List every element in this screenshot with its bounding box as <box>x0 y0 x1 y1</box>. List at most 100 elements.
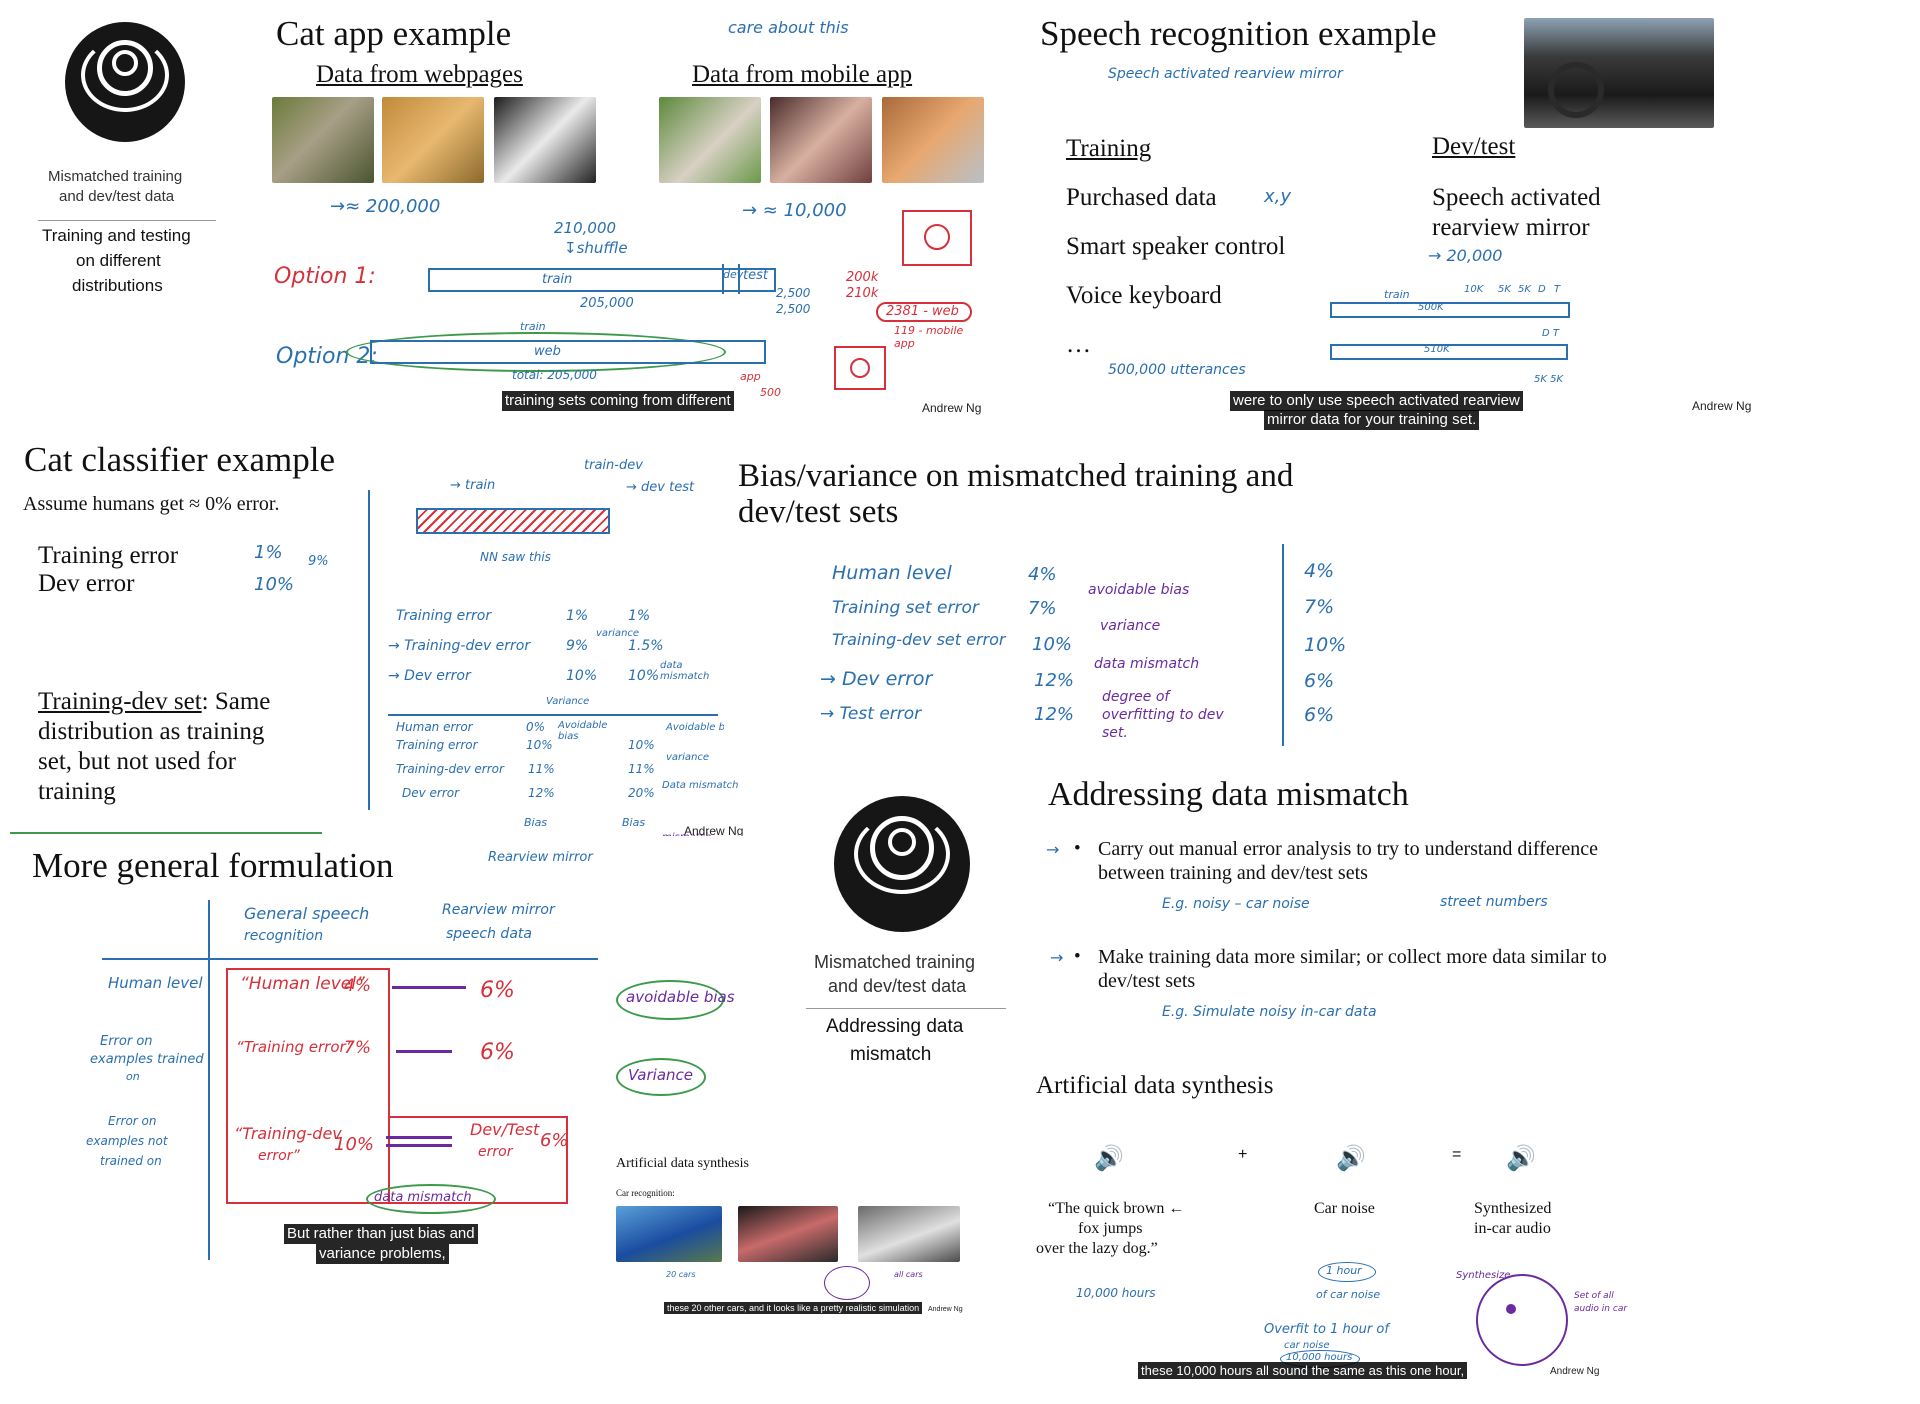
data-mismatch-note: data mismatch <box>374 1190 472 1205</box>
table-a-note-mismatch: data mismatch <box>660 660 710 682</box>
synthesize-label: Synthesize <box>1456 1270 1511 1281</box>
logo-caption-1: Mismatched training <box>48 168 183 185</box>
red-box-2381 <box>876 302 972 322</box>
split-5k-5k: 5K 5K <box>1534 374 1564 385</box>
car-photo-3 <box>858 1206 960 1262</box>
video-caption: these 20 other cars, and it looks like a… <box>664 1302 923 1314</box>
bullet2-line1: Make training data more similar; or coll… <box>1098 946 1607 968</box>
row-value: 12% <box>1034 704 1075 725</box>
panel-synthesis-audio: Artificial data synthesis 🔊 + 🔊 = 🔊 “The… <box>1030 1060 1650 1390</box>
note-avoidable-bias: avoidable bias <box>1088 582 1190 598</box>
green-oval-bias <box>616 980 724 1020</box>
subtitle-1: Addressing data <box>826 1016 964 1037</box>
row-label: → Dev error <box>820 668 933 690</box>
panel-addressing-mismatch: Addressing data mismatch → • Carry out m… <box>1036 766 1784 1034</box>
green-oval-mismatch <box>366 1184 496 1214</box>
table-b-val-1: 12% <box>528 786 555 800</box>
row-label: Training set error <box>832 598 979 618</box>
dev-err-val: 10% <box>254 574 295 595</box>
subtitle-2: on different <box>76 251 161 270</box>
bar-dt: D T <box>1542 328 1559 339</box>
audio-set-circle <box>1476 1274 1568 1366</box>
cell-human-val: 4% <box>344 976 371 996</box>
table-b-footer-3: mismatch <box>662 832 711 836</box>
one-hour-oval <box>1318 1262 1376 1282</box>
note-care: care about this <box>728 18 849 37</box>
logo-caption-1: Mismatched training <box>814 952 976 972</box>
option2-500: 500 <box>760 386 781 399</box>
option1-divider-a <box>722 264 724 294</box>
logo-ring-1 <box>854 814 950 894</box>
note-1a: E.g. noisy – car noise <box>1162 896 1310 912</box>
speaker-icon-2: 🔊 <box>1336 1145 1366 1172</box>
synth-ellipse <box>824 1266 870 1300</box>
devtest-item-2: rearview mirror <box>1432 214 1590 241</box>
option1-2500a: 2,500 <box>776 286 811 300</box>
author: Andrew Ng <box>684 824 744 836</box>
panel-general-formulation: More general formulation Rearview mirror… <box>22 838 752 1278</box>
table-b-row-label: Human error <box>396 720 473 734</box>
of-car-noise: of car noise <box>1316 1288 1381 1301</box>
train-item-ellipsis: … <box>1066 331 1091 358</box>
row3-label-3: trained on <box>100 1154 162 1168</box>
vertical-divider <box>1282 544 1284 746</box>
divider <box>806 1008 1006 1009</box>
steering-wheel-icon <box>1548 62 1604 118</box>
logo-ring-2 <box>97 40 153 96</box>
author: Andrew Ng <box>922 401 982 415</box>
col2-r1: 6% <box>480 978 515 1003</box>
trdev-def-3: set, but not used for <box>38 748 236 775</box>
logo-caption-2: and dev/test data <box>59 188 175 205</box>
table-b-footer-2: Bias <box>622 816 646 829</box>
subtitle-1: Training and testing <box>42 226 191 245</box>
count-mobile: → ≈ 10,000 <box>742 200 847 221</box>
bullet-dot-2: • <box>1074 946 1081 967</box>
table-a-row-label: → Training-dev error <box>388 638 531 654</box>
bar-train-label: → train <box>450 478 496 493</box>
slide-title: Cat classifier example <box>24 440 335 479</box>
slide-title-1: Bias/variance on mismatched training and <box>738 458 1294 494</box>
nn-saw: NN saw this <box>480 550 551 564</box>
author: Andrew Ng <box>1692 399 1752 413</box>
table-b-row-label: Dev error <box>402 786 460 800</box>
table-b-row-label: Training error <box>396 738 478 752</box>
row-label: → Test error <box>820 704 922 724</box>
row-value: 7% <box>1028 598 1057 619</box>
train-item-purchased: Purchased data <box>1066 184 1217 211</box>
right-value: 10% <box>1304 634 1347 656</box>
car-photo-1 <box>616 1206 722 1262</box>
trdev-term: Training-dev set <box>38 688 202 715</box>
option1-200k: 200k <box>846 270 879 285</box>
split-10k: 10K <box>1464 284 1484 295</box>
bullet2-line2: dev/test sets <box>1098 970 1196 992</box>
phone-sketch-2 <box>834 346 886 390</box>
cell-train: “Training error” <box>236 1038 354 1056</box>
training-header: Training <box>1066 135 1152 162</box>
quote-line-3: over the lazy dog.” <box>1036 1240 1158 1257</box>
option2-train: train <box>520 320 546 333</box>
train-err-val: 1% <box>254 542 283 563</box>
cat-photo-4 <box>659 97 761 183</box>
option1-210k: 210k <box>846 286 879 301</box>
overfit-line-2: car noise <box>1284 1340 1330 1351</box>
count-web: →≈ 200,000 <box>330 196 441 217</box>
speech-bar-1 <box>1330 302 1570 318</box>
row3-label-2: examples not <box>86 1134 168 1148</box>
source-web-label: Data from webpages <box>316 61 523 88</box>
bullet-dot-1: • <box>1074 838 1081 859</box>
cell-train-val: 7% <box>344 1038 371 1058</box>
row-value: 10% <box>1032 634 1073 655</box>
slide-title-2: dev/test sets <box>738 494 899 530</box>
cell-trdev-1: “Training-dev <box>234 1124 342 1143</box>
phone-sketch-1 <box>902 210 972 266</box>
table-a-val-2: 1% <box>628 608 651 624</box>
col1-head-1: General speech <box>244 904 370 923</box>
mobile-119: 119 - mobile app <box>894 324 964 350</box>
arrow-1: → <box>1046 840 1060 859</box>
table-b-val-2: 11% <box>628 762 655 776</box>
trdev-def-1: Training-dev set: Same <box>38 688 270 716</box>
purple-line-3b <box>386 1144 452 1147</box>
table-a-footer: Variance <box>546 696 590 707</box>
row2-label-1: Error on <box>100 1034 153 1049</box>
